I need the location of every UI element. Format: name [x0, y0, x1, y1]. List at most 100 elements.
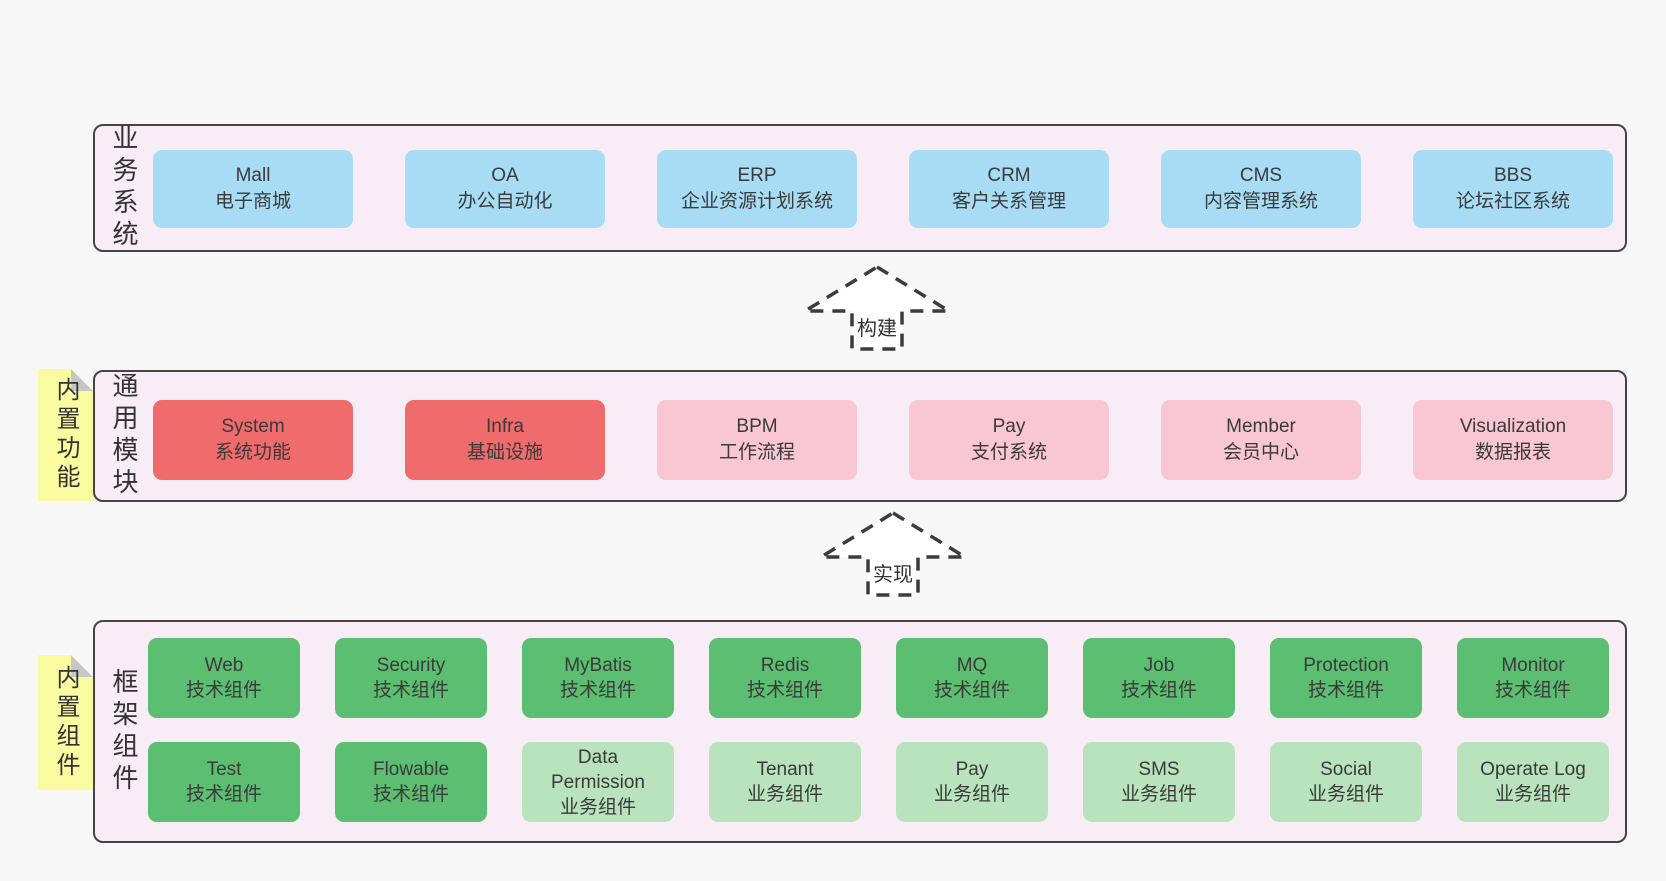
box-subtitle: 业务组件 — [559, 796, 636, 818]
box-title: Visualization — [1459, 416, 1567, 437]
box-title: MQ — [956, 655, 988, 676]
box-subtitle: 技术组件 — [185, 784, 262, 805]
box-title: Tenant — [756, 759, 814, 780]
implement-arrow-label: 实现 — [873, 564, 913, 586]
box-title: BPM — [736, 416, 778, 437]
component-box-row-2: Test 技术组件 Flowable 技术组件 Data Permission … — [148, 742, 1609, 822]
box-subtitle: 工作流程 — [718, 442, 795, 463]
component-box-web: Web 技术组件 — [148, 638, 300, 718]
business-box-row: Mall 电子商城 OA 办公自动化 ERP 企业资源计划系统 CRM 客户关系… — [153, 150, 1613, 228]
box-title: BBS — [1493, 165, 1533, 186]
sticky-note-built-in-components: 内置组件 — [38, 655, 93, 790]
implement-arrow: 实现 — [818, 510, 968, 598]
box-title: Security — [376, 655, 446, 676]
component-box-flowable: Flowable 技术组件 — [335, 742, 487, 822]
business-box-erp: ERP 企业资源计划系统 — [657, 150, 857, 228]
business-box-bbs: BBS 论坛社区系统 — [1413, 150, 1613, 228]
box-title: Pay — [955, 759, 989, 780]
component-box-row-1: Web 技术组件 Security 技术组件 MyBatis 技术组件 Redi… — [148, 638, 1609, 718]
box-title: Flowable — [372, 759, 450, 780]
panel-common-modules: 通用模块 System 系统功能 Infra 基础设施 BPM 工作流程 Pay… — [93, 370, 1627, 502]
box-title: Web — [204, 655, 244, 676]
business-box-crm: CRM 客户关系管理 — [909, 150, 1109, 228]
box-subtitle: 数据报表 — [1474, 442, 1551, 463]
box-title: Monitor — [1501, 655, 1565, 676]
box-subtitle: 内容管理系统 — [1203, 191, 1318, 212]
component-box-mq: MQ 技术组件 — [896, 638, 1048, 718]
module-box-bpm: BPM 工作流程 — [657, 400, 857, 480]
panel-framework-components: 框架组件 Web 技术组件 Security 技术组件 MyBatis 技术组件… — [93, 620, 1627, 843]
box-subtitle: 业务组件 — [1307, 784, 1384, 805]
module-box-member: Member 会员中心 — [1161, 400, 1361, 480]
box-title: Operate Log — [1480, 759, 1586, 780]
box-title: Protection — [1303, 655, 1389, 676]
box-subtitle: 技术组件 — [933, 680, 1010, 701]
box-title: MyBatis — [564, 655, 632, 676]
box-subtitle: 技术组件 — [372, 784, 449, 805]
component-box-job: Job 技术组件 — [1083, 638, 1235, 718]
component-box-social: Social 业务组件 — [1270, 742, 1422, 822]
box-subtitle: 技术组件 — [1307, 680, 1384, 701]
dashed-up-arrow-icon — [818, 510, 968, 597]
sticky-note-built-in-functions: 内置功能 — [38, 369, 93, 501]
build-arrow: 构建 — [802, 264, 952, 352]
box-title: ERP — [737, 165, 777, 186]
sticky-note-label: 内置功能 — [52, 377, 79, 493]
component-box-protection: Protection 技术组件 — [1270, 638, 1422, 718]
box-subtitle: 会员中心 — [1222, 442, 1299, 463]
business-box-oa: OA 办公自动化 — [405, 150, 605, 228]
module-box-visualization: Visualization 数据报表 — [1413, 400, 1613, 480]
box-subtitle: 系统功能 — [214, 442, 291, 463]
box-title: Member — [1226, 416, 1296, 437]
panel-framework-label: 框架组件 — [109, 667, 139, 796]
box-title: System — [221, 416, 285, 437]
module-box-pay: Pay 支付系统 — [909, 400, 1109, 480]
module-box-system: System 系统功能 — [153, 400, 353, 480]
box-subtitle: 业务组件 — [933, 784, 1010, 805]
sticky-note-label: 内置组件 — [52, 664, 79, 781]
box-title: Mall — [235, 165, 271, 186]
module-box-infra: Infra 基础设施 — [405, 400, 605, 480]
box-subtitle: 技术组件 — [372, 680, 449, 701]
box-title: CRM — [987, 165, 1031, 186]
panel-modules-label: 通用模块 — [109, 372, 139, 500]
business-box-mall: Mall 电子商城 — [153, 150, 353, 228]
box-subtitle: 办公自动化 — [457, 191, 553, 212]
box-subtitle: 支付系统 — [970, 442, 1047, 463]
component-box-monitor: Monitor 技术组件 — [1457, 638, 1609, 718]
box-subtitle: 技术组件 — [185, 680, 262, 701]
box-subtitle: 业务组件 — [746, 784, 823, 805]
panel-business-systems: 业务系统 Mall 电子商城 OA 办公自动化 ERP 企业资源计划系统 CRM… — [93, 124, 1627, 252]
component-box-redis: Redis 技术组件 — [709, 638, 861, 718]
box-subtitle: 企业资源计划系统 — [680, 191, 833, 212]
box-subtitle: 技术组件 — [559, 680, 636, 701]
module-box-row: System 系统功能 Infra 基础设施 BPM 工作流程 Pay 支付系统… — [153, 400, 1613, 480]
business-box-cms: CMS 内容管理系统 — [1161, 150, 1361, 228]
box-subtitle: 技术组件 — [1494, 680, 1571, 701]
box-title: CMS — [1239, 165, 1283, 186]
box-title: OA — [491, 165, 519, 186]
box-subtitle: 论坛社区系统 — [1455, 191, 1570, 212]
box-subtitle: 业务组件 — [1120, 784, 1197, 805]
box-subtitle: 技术组件 — [746, 680, 823, 701]
panel-business-label: 业务系统 — [109, 124, 139, 252]
dashed-up-arrow-icon — [802, 264, 952, 351]
box-subtitle: 客户关系管理 — [951, 191, 1066, 212]
box-title: Social — [1320, 759, 1372, 780]
component-box-tenant: Tenant 业务组件 — [709, 742, 861, 822]
box-title: Job — [1143, 655, 1175, 676]
box-title: Infra — [485, 416, 525, 437]
component-box-data-permission: Data Permission 业务组件 — [522, 742, 674, 822]
box-title: Data Permission — [551, 746, 645, 793]
box-subtitle: 技术组件 — [1120, 680, 1197, 701]
component-box-operate-log: Operate Log 业务组件 — [1457, 742, 1609, 822]
box-title: SMS — [1138, 759, 1180, 780]
box-subtitle: 电子商城 — [214, 191, 291, 212]
box-title: Pay — [992, 416, 1026, 437]
box-title: Test — [206, 759, 242, 780]
component-box-security: Security 技术组件 — [335, 638, 487, 718]
box-subtitle: 业务组件 — [1494, 784, 1571, 805]
component-box-pay: Pay 业务组件 — [896, 742, 1048, 822]
component-box-mybatis: MyBatis 技术组件 — [522, 638, 674, 718]
